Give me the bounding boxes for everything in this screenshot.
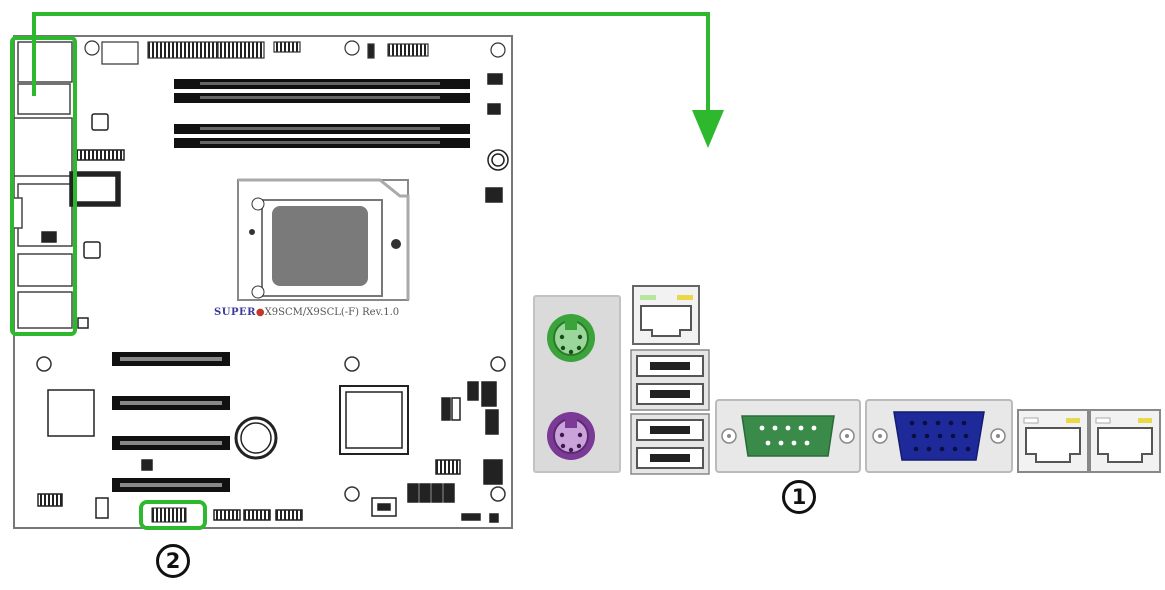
- vga-port: [865, 399, 1013, 473]
- pcie-slots: [112, 352, 230, 492]
- brand-dot-icon: ●: [255, 307, 265, 318]
- callout-2: 2: [156, 544, 190, 578]
- callout-2-number: 2: [165, 549, 181, 573]
- model-text: X9SCM/X9SCL(-F) Rev.1.0: [264, 307, 400, 318]
- arrow-down-icon: [692, 110, 724, 148]
- mounting-holes: [36, 356, 506, 502]
- top-connectors: [84, 40, 506, 65]
- lan-port-1: [1017, 409, 1089, 473]
- callout-1: 1: [782, 480, 816, 514]
- motherboard: [11, 35, 513, 529]
- lan-port-2: [1089, 409, 1161, 473]
- dimm-slots: [174, 79, 470, 148]
- lan-port-ipmi: [632, 285, 700, 345]
- com-port: [715, 399, 861, 473]
- rear-io-highlight: [10, 36, 77, 336]
- fan-header: [151, 507, 187, 523]
- callout-1-number: 1: [791, 485, 807, 509]
- ps2-keyboard-port: [547, 412, 595, 460]
- connector-arrow-line: [32, 12, 710, 112]
- misc-components: [41, 73, 509, 329]
- header-highlight: [139, 500, 207, 530]
- brand-logo: SUPER: [214, 307, 256, 318]
- board-model-label: SUPER●X9SCM/X9SCL(-F) Rev.1.0: [214, 307, 399, 318]
- ps2-mouse-port: [547, 314, 595, 362]
- lower-components: [37, 381, 503, 523]
- rear-panel: [533, 285, 1161, 475]
- cpu-socket: [237, 178, 410, 301]
- usb-ports: [630, 349, 710, 475]
- rear-io-stack: [11, 41, 73, 329]
